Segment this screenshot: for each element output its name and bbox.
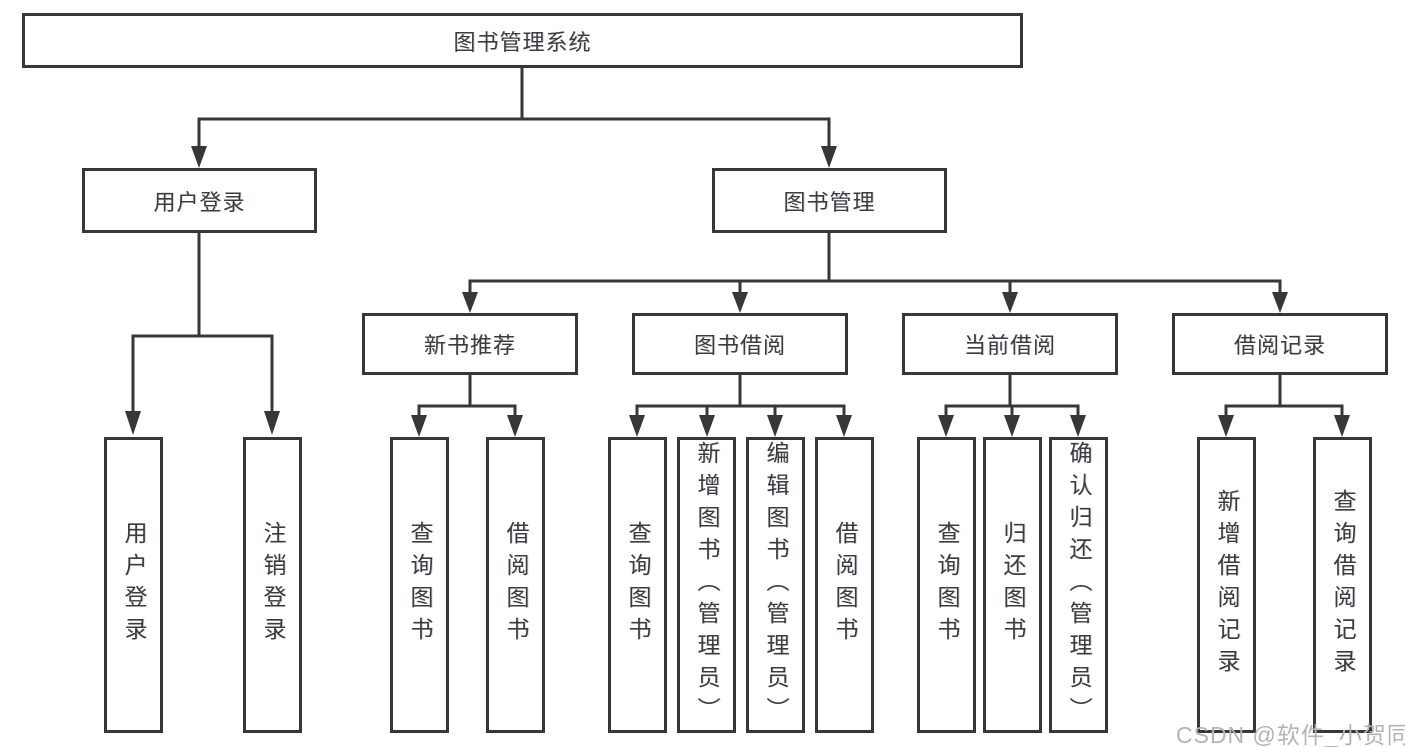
node-leaf-edit-book-admin: 编辑图书（管理员） <box>746 437 805 733</box>
node-label: 查询图书 <box>934 521 960 649</box>
node-leaf-borrow-books-2: 借阅图书 <box>815 437 874 733</box>
node-leaf-return-book: 归还图书 <box>983 437 1042 733</box>
node-label: 查询图书 <box>407 521 433 649</box>
node-leaf-logout: 注销登录 <box>243 437 302 733</box>
node-label: 确认归还（管理员） <box>1066 441 1092 729</box>
connector-borrow-records-split <box>1218 375 1350 437</box>
node-label: 新增借阅记录 <box>1214 489 1240 681</box>
connector-new-book-split <box>411 375 523 437</box>
node-current-borrow: 当前借阅 <box>902 313 1118 375</box>
node-leaf-query-borrow-record: 查询借阅记录 <box>1313 437 1372 733</box>
node-label: 借阅记录 <box>1233 333 1326 358</box>
node-label: 当前借阅 <box>963 333 1056 358</box>
connector-root-split <box>191 68 837 168</box>
node-label: 图书管理系统 <box>453 29 592 55</box>
node-label: 用户登录 <box>121 521 147 649</box>
node-book-management: 图书管理 <box>712 168 947 233</box>
connector-current-borrow-split <box>938 375 1086 437</box>
csdn-watermark: CSDN @软件_小贺同学 <box>1176 722 1405 747</box>
node-label: 用户登录 <box>153 189 246 215</box>
connector-book-mgmt-split <box>462 233 1288 313</box>
node-label: 借阅图书 <box>832 521 858 649</box>
node-leaf-query-books-2: 查询图书 <box>608 437 667 733</box>
node-new-book-recommend: 新书推荐 <box>362 313 578 375</box>
node-label: 图书管理 <box>783 189 876 215</box>
node-label: 查询图书 <box>625 521 651 649</box>
node-leaf-query-books-1: 查询图书 <box>390 437 449 733</box>
node-label: 编辑图书（管理员） <box>763 441 789 729</box>
node-label: 新书推荐 <box>423 333 516 358</box>
node-label: 注销登录 <box>260 521 286 649</box>
node-label: 查询借阅记录 <box>1330 489 1356 681</box>
node-leaf-add-borrow-record: 新增借阅记录 <box>1197 437 1256 733</box>
node-book-borrow: 图书借阅 <box>632 313 848 375</box>
node-label: 归还图书 <box>1000 521 1026 649</box>
node-user-login: 用户登录 <box>82 168 317 233</box>
node-label: 新增图书（管理员） <box>694 441 720 729</box>
node-label: 借阅图书 <box>503 521 529 649</box>
node-leaf-borrow-books-1: 借阅图书 <box>486 437 545 733</box>
node-root: 图书管理系统 <box>22 13 1023 68</box>
node-leaf-add-book-admin: 新增图书（管理员） <box>677 437 736 733</box>
node-label: 图书借阅 <box>693 333 786 358</box>
node-borrow-records: 借阅记录 <box>1172 313 1388 375</box>
connector-book-borrow-split <box>629 375 852 437</box>
node-leaf-query-books-3: 查询图书 <box>917 437 976 733</box>
node-leaf-user-login: 用户登录 <box>104 437 163 733</box>
connector-user-login-split <box>125 233 280 435</box>
node-leaf-confirm-return-admin: 确认归还（管理员） <box>1049 437 1108 733</box>
